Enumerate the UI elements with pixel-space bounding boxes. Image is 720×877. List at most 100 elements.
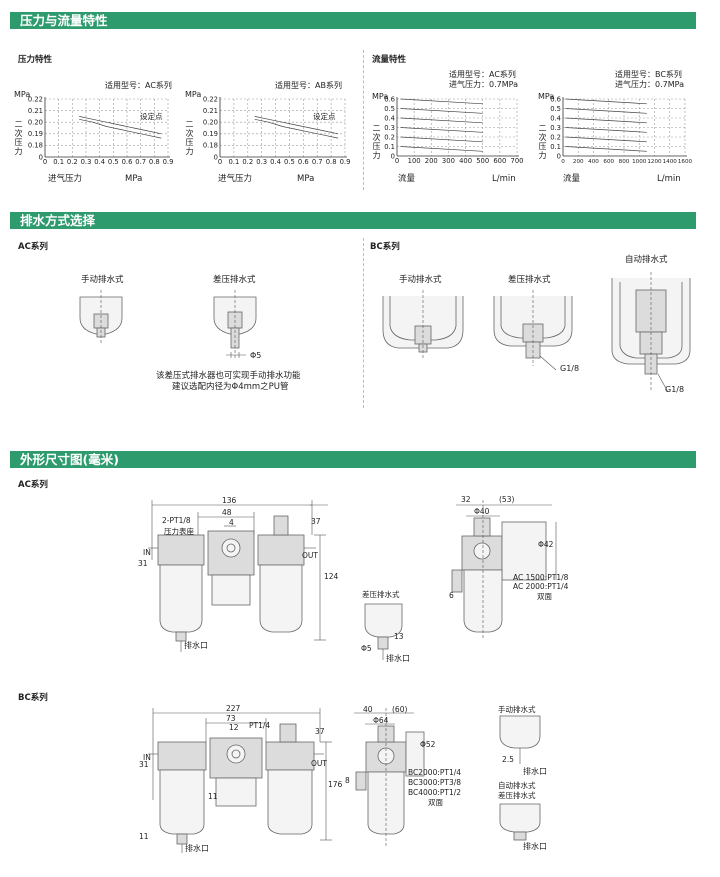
y-tick-label: 0.18: [203, 142, 218, 150]
chart4-ylabel: 二次压力: [538, 124, 547, 160]
y-tick-label: 0.18: [28, 142, 43, 150]
drain-note-1: 该差压式排水器也可实现手动排水功能: [156, 371, 301, 381]
bc-side-8: 8: [345, 776, 350, 785]
ac-side-view: [451, 500, 557, 640]
x-tick-label: 0.4: [270, 158, 281, 166]
bc-drain-port: 排水口: [185, 844, 209, 853]
x-tick-label: 0.5: [108, 158, 119, 166]
series-line-1: [254, 116, 339, 135]
y-tick-label: 0.4: [550, 114, 561, 122]
bc-dim-227: 227: [226, 704, 241, 713]
chart4-inlet: 进气压力：0.7MPa: [615, 80, 684, 89]
ac-drain-port: 排水口: [184, 641, 208, 650]
section-title: 排水方式选择: [20, 213, 96, 228]
drain-bc-title: BC系列: [370, 242, 400, 252]
bc-dim-11b: 11: [139, 832, 149, 841]
bc-auto-drain-port: 排水口: [523, 842, 547, 851]
divider: [363, 238, 364, 408]
bc-pt: PT1/4: [249, 721, 271, 730]
series-line-3: [400, 117, 483, 124]
bc-manual-drain-drawing: [382, 290, 464, 358]
bc-auto-label-1: 自动排水式: [498, 781, 536, 790]
series-line-2: [254, 118, 339, 139]
chart1-xunit: MPa: [125, 174, 143, 184]
ac-diff-title: 差压排水式: [362, 590, 400, 599]
x-tick-label: 500: [476, 157, 489, 165]
y-tick-label: 0.2: [550, 133, 561, 141]
y-tick-label: 0.19: [203, 130, 218, 138]
x-tick-label: 0.9: [163, 158, 174, 166]
x-tick-label: 0.1: [53, 158, 64, 166]
chart3-yunit: MPa: [372, 92, 389, 101]
ac-side-32: 32: [461, 495, 471, 504]
x-tick-label: 0.1: [228, 158, 239, 166]
y-tick-label: 0: [557, 152, 561, 160]
series-line-6: [400, 146, 483, 152]
series-line-1: [400, 98, 483, 105]
chart1-model: 适用型号：AC系列: [105, 81, 172, 90]
x-tick-label: 0: [395, 157, 399, 165]
ac-port-2: AC 2000:PT1/4: [513, 582, 569, 591]
bc-auto-g18: G1/8: [665, 385, 685, 394]
ac-dim-31: 31: [138, 559, 148, 568]
x-tick-label: 0.7: [312, 158, 323, 166]
x-tick-label: 0.7: [135, 158, 146, 166]
chart3-model: 适用型号：AC系列: [449, 70, 516, 79]
series-line-2: [79, 118, 162, 139]
chart2-model: 适用型号：AB系列: [275, 81, 342, 90]
bc-dim-176: 176: [328, 780, 343, 789]
ac-both: 双面: [537, 592, 552, 601]
ac-diff-13: 13: [394, 632, 404, 641]
y-tick-label: 0.5: [384, 105, 395, 113]
chart2-ylabel: 二次压力: [185, 120, 194, 156]
x-tick-label: 1200: [647, 159, 662, 165]
y-tick-label: 0: [391, 152, 395, 160]
chart3-inlet: 进气压力：0.7MPa: [449, 80, 518, 89]
series-line-4: [565, 127, 647, 133]
ac-side-phi40: Φ40: [474, 507, 490, 516]
ac-out: OUT: [302, 551, 318, 560]
ac-manual-label: 手动排水式: [81, 275, 124, 285]
x-tick-label: 400: [459, 157, 472, 165]
chart4-yunit: MPa: [538, 92, 555, 101]
bc-auto-label-2: 差压排水式: [498, 791, 536, 800]
drain-note-2: 建议选配内径为Φ4mm之PU管: [172, 382, 289, 392]
ac-manual-drain-drawing: [79, 290, 123, 345]
x-tick-label: 0.2: [242, 158, 253, 166]
series-line-4: [400, 127, 483, 133]
chart2-xlabel: 进气压力: [218, 174, 253, 184]
y-tick-label: 0.5: [550, 105, 561, 113]
x-tick-label: 700: [511, 157, 524, 165]
bc-dim-12: 12: [229, 723, 239, 732]
dim-bc-title: BC系列: [18, 693, 48, 703]
bc-drain-details: [499, 715, 541, 841]
ac-side-phi42: Φ42: [538, 540, 554, 549]
chart2-setpoint: 设定点: [313, 112, 336, 121]
bc-side-view: [354, 708, 425, 846]
series-line-2: [400, 108, 483, 114]
chart1-ylabel: 二次压力: [14, 120, 23, 156]
x-tick-label: 200: [573, 159, 584, 165]
chart1-setpoint: 设定点: [140, 112, 163, 121]
bc-both: 双面: [428, 798, 443, 807]
bc-in: IN: [143, 753, 151, 762]
ac-dim-136: 136: [222, 496, 237, 505]
y-tick-label: 0: [214, 153, 218, 161]
chart4-model: 适用型号：BC系列: [615, 70, 682, 79]
ac-diff-drain-drawing: [213, 290, 257, 358]
y-tick-label: 0.3: [384, 124, 395, 132]
bc-auto-label: 自动排水式: [625, 255, 668, 265]
ac-diff-phi5: Φ5: [361, 644, 372, 653]
bc-diff-g18: G1/8: [560, 364, 580, 373]
series-line-1: [79, 116, 162, 135]
bc-side-phi64: Φ64: [373, 716, 389, 725]
series-line-5: [565, 136, 647, 143]
ac-side-6: 6: [449, 591, 454, 600]
bc-manual-drain-port: 排水口: [523, 767, 547, 776]
ac-dim-37: 37: [311, 517, 321, 526]
chart1-yunit: MPa: [14, 90, 31, 99]
x-tick-label: 600: [493, 157, 506, 165]
